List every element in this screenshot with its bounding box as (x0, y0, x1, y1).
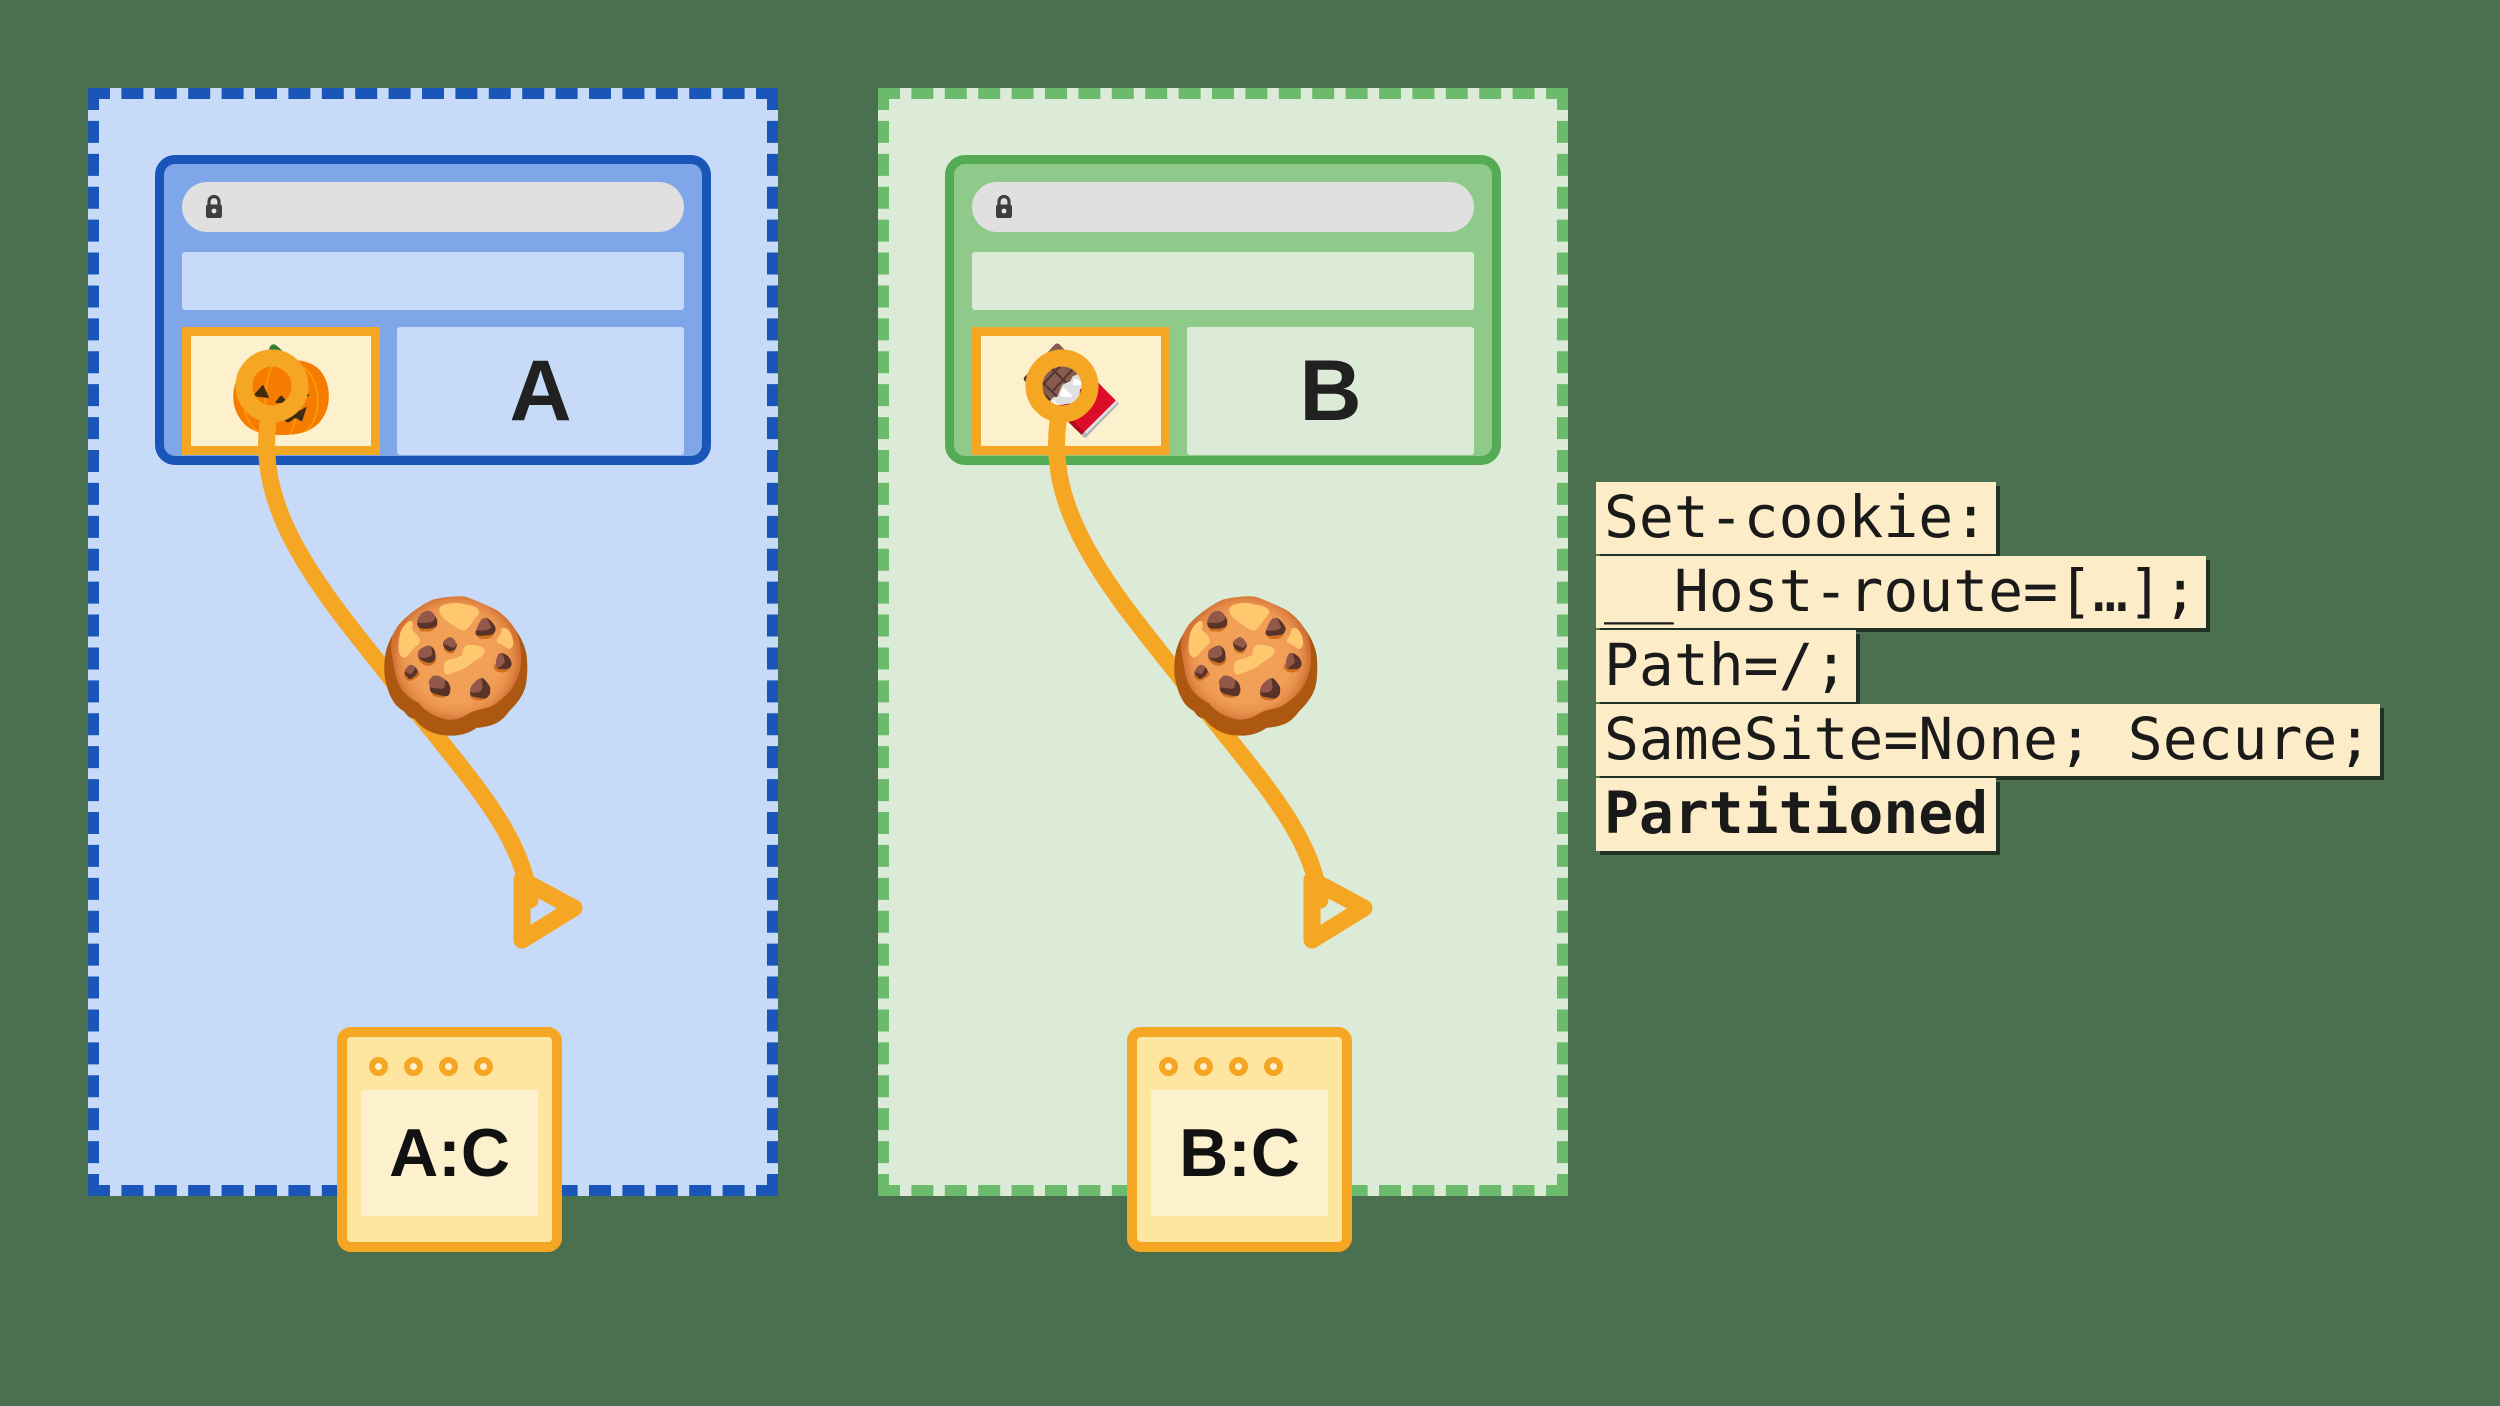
browser-subbar-b (972, 252, 1474, 310)
browser-subbar-a (182, 252, 684, 310)
store-dot (1264, 1057, 1283, 1076)
cookie-icon-b: 🍪 (1165, 592, 1327, 738)
browser-content-a: 🎃 A (182, 327, 684, 455)
site-letter-pane-b: B (1187, 327, 1474, 455)
code-line: Path=/; (1596, 630, 1857, 703)
store-dot (474, 1057, 493, 1076)
site-letter-a: A (509, 343, 572, 439)
image-tile-b: 🍫 (972, 327, 1170, 455)
store-dots-b (1159, 1057, 1328, 1076)
site-letter-b: B (1299, 343, 1362, 439)
address-bar-b[interactable] (972, 182, 1474, 232)
store-label-b: B:C (1179, 1115, 1300, 1191)
store-dot (1194, 1057, 1213, 1076)
store-screen-a: A:C (361, 1090, 538, 1216)
store-dot (404, 1057, 423, 1076)
browser-window-b: 🍫 B (945, 155, 1501, 465)
code-line: Set-cookie: (1596, 482, 1997, 555)
lock-icon (202, 194, 226, 220)
store-label-a: A:C (389, 1115, 510, 1191)
code-line: SameSite=None; Secure; (1596, 704, 2381, 777)
cookie-store-b: B:C (1127, 1027, 1352, 1252)
address-bar-a[interactable] (182, 182, 684, 232)
code-line-partitioned: Partitioned (1596, 778, 1997, 851)
store-dot (369, 1057, 388, 1076)
code-line: __Host-route=[…]; (1596, 556, 2206, 629)
browser-content-b: 🍫 B (972, 327, 1474, 455)
chocolate-bar-icon: 🍫 (1017, 343, 1125, 439)
browser-window-a: 🎃 A (155, 155, 711, 465)
store-dot (1229, 1057, 1248, 1076)
cookie-icon-a: 🍪 (375, 592, 537, 738)
image-tile-a: 🎃 (182, 327, 380, 455)
jack-o-lantern-icon: 🎃 (227, 343, 335, 439)
cookie-store-a: A:C (337, 1027, 562, 1252)
store-dot (439, 1057, 458, 1076)
store-dots-a (369, 1057, 538, 1076)
site-letter-pane-a: A (397, 327, 684, 455)
set-cookie-header-block: Set-cookie: __Host-route=[…]; Path=/; Sa… (1596, 482, 2381, 851)
lock-icon (992, 194, 1016, 220)
store-screen-b: B:C (1151, 1090, 1328, 1216)
store-dot (1159, 1057, 1178, 1076)
